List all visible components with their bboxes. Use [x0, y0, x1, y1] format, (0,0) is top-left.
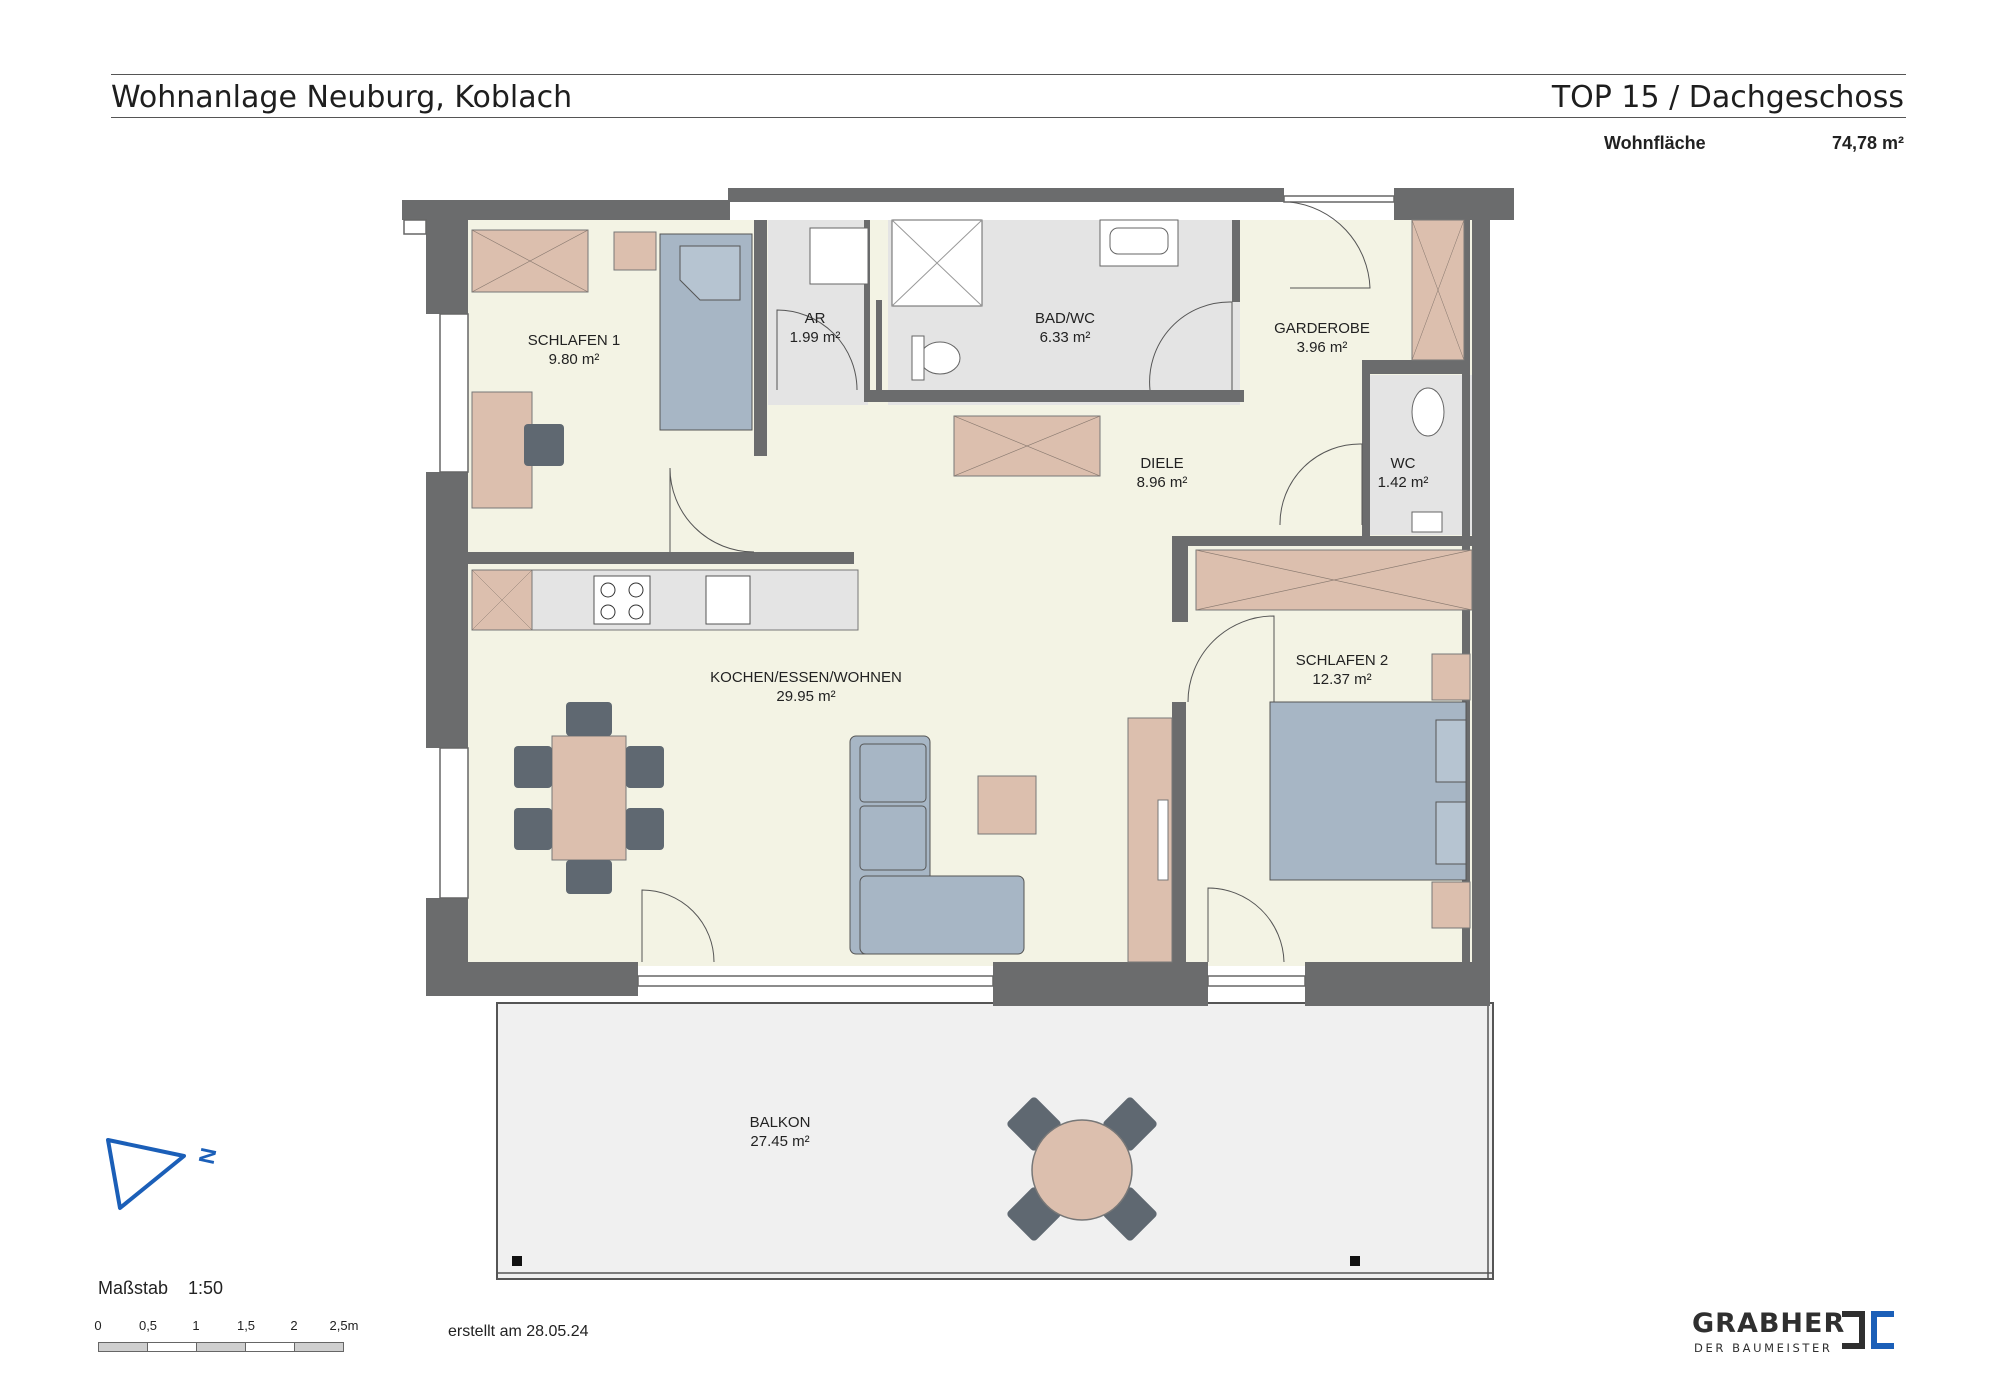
- furniture: [471, 219, 1473, 1266]
- doors: [641, 201, 1371, 963]
- room-name: DIELE: [1140, 455, 1183, 472]
- coffee-table: [977, 775, 1037, 835]
- unit-title: TOP 15 / Dachgeschoss: [1551, 80, 1904, 115]
- room-area: 12.37 m²: [1312, 671, 1371, 688]
- living-area-value: 74,78 m²: [1831, 133, 1904, 153]
- living-area-label: Wohnfläche: [1604, 133, 1706, 153]
- desk-chair: [524, 424, 564, 466]
- room-name: BALKON: [750, 1114, 811, 1131]
- scale-tick: 2: [290, 1318, 298, 1333]
- header-top-rule: [111, 74, 1906, 75]
- nightstand-left: [1431, 653, 1471, 701]
- scale-tick: 0,5: [138, 1318, 158, 1333]
- north-label: N: [194, 1146, 222, 1167]
- room-name: AR: [805, 310, 826, 327]
- room-name: WC: [1391, 455, 1416, 472]
- company-logo-icon: [1842, 1311, 1894, 1349]
- room-name: SCHLAFEN 2: [1296, 652, 1389, 669]
- scale-value: 1:50: [188, 1278, 224, 1298]
- toilet-bath: [919, 341, 961, 375]
- room-area: 1.99 m²: [790, 329, 841, 346]
- floor-areas: [468, 220, 1494, 1280]
- room-area: 8.96 m²: [1137, 474, 1188, 491]
- washing-machine: [809, 227, 869, 285]
- company-logo-tagline: DER BAUMEISTER: [1694, 1341, 1833, 1355]
- created-date: erstellt am 28.05.24: [448, 1323, 589, 1340]
- header-bottom-rule: [111, 117, 1906, 118]
- scale-bar-segment: [294, 1342, 344, 1352]
- dining-table: [551, 735, 627, 861]
- scale-tick: 0: [94, 1318, 102, 1333]
- scale-label: Maßstab: [98, 1278, 169, 1298]
- bathtub: [1099, 219, 1179, 267]
- room-area: 27.45 m²: [750, 1133, 809, 1150]
- nightstand-right: [1431, 881, 1471, 929]
- kitchen-counter: [471, 569, 859, 631]
- scale-tick: 1,5: [236, 1318, 256, 1333]
- scale-bar-segment: [245, 1342, 295, 1352]
- nightstand-bedroom-1: [613, 231, 657, 271]
- room-name: SCHLAFEN 1: [528, 332, 621, 349]
- room-area: 29.95 m²: [776, 688, 835, 705]
- windows: [403, 195, 1395, 987]
- scale-bar-segment: [147, 1342, 197, 1352]
- room-area: 6.33 m²: [1040, 329, 1091, 346]
- cooktop: [593, 575, 651, 625]
- company-logo-name: GRABHER: [1692, 1308, 1846, 1339]
- room-labels: SCHLAFEN 1 9.80 m² AR 1.99 m² BAD/WC 6.3…: [528, 310, 1429, 1150]
- sofa: [849, 735, 1025, 955]
- double-bed: [1269, 701, 1467, 881]
- room-name: GARDEROBE: [1274, 320, 1370, 337]
- kitchen-sink: [705, 575, 751, 625]
- room-name: BAD/WC: [1035, 310, 1095, 327]
- balcony-floor: [496, 1002, 1494, 1280]
- desk-bedroom-1: [471, 391, 533, 509]
- north-arrow-icon: N: [106, 1138, 222, 1210]
- scale-bar-segment: [196, 1342, 246, 1352]
- scale-bar-segment: [98, 1342, 148, 1352]
- scale-tick: 2,5m: [329, 1318, 359, 1333]
- toilet-wc: [1411, 387, 1445, 437]
- sink-wc: [1411, 511, 1443, 533]
- room-name: KOCHEN/ESSEN/WOHNEN: [710, 669, 902, 686]
- room-area: 3.96 m²: [1297, 339, 1348, 356]
- scale-tick: 1: [192, 1318, 200, 1333]
- project-title: Wohnanlage Neuburg, Koblach: [111, 80, 573, 115]
- room-area: 9.80 m²: [549, 351, 600, 368]
- room-area: 1.42 m²: [1378, 474, 1429, 491]
- walls: [402, 188, 1514, 1006]
- balcony-table-set: [1007, 1097, 1157, 1241]
